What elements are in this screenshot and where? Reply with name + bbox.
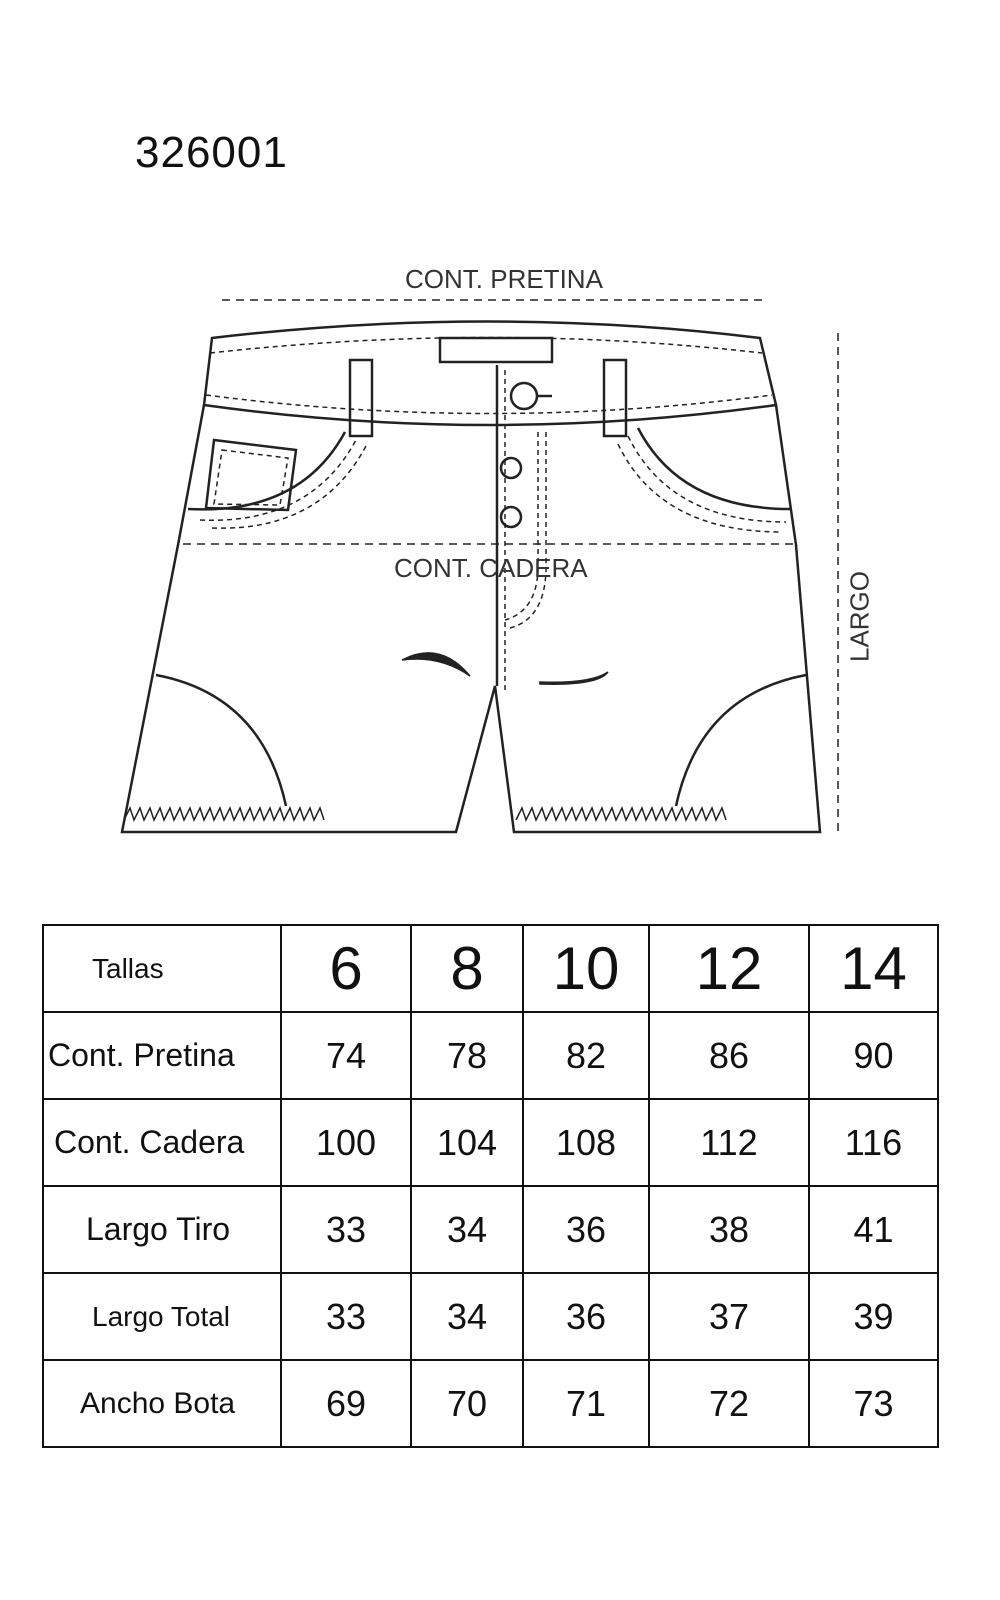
table-cell: 33 bbox=[280, 1272, 412, 1361]
table-row: Largo Total 33 34 36 37 39 bbox=[42, 1272, 939, 1361]
table-cell: 36 bbox=[522, 1185, 650, 1274]
table-cell: 34 bbox=[410, 1185, 524, 1274]
row-label: Largo Tiro bbox=[42, 1185, 282, 1274]
size-header: 10 bbox=[522, 924, 650, 1013]
size-chart-table: Tallas 6 8 10 12 14 Cont. Pretina 74 78 … bbox=[42, 924, 939, 1448]
size-header: 14 bbox=[808, 924, 939, 1013]
table-cell: 104 bbox=[410, 1098, 524, 1187]
table-cell: 90 bbox=[808, 1011, 939, 1100]
table-row: Largo Tiro 33 34 36 38 41 bbox=[42, 1185, 939, 1274]
table-header-row: Tallas 6 8 10 12 14 bbox=[42, 924, 939, 1013]
hip-measure-label: CONT. CADERA bbox=[394, 553, 588, 583]
whisker-right bbox=[539, 671, 609, 685]
shorts-technical-drawing bbox=[120, 299, 839, 834]
table-cell: 71 bbox=[522, 1359, 650, 1448]
waist-button bbox=[509, 381, 539, 411]
table-cell: 73 bbox=[808, 1359, 939, 1448]
table-row: Cont. Pretina 74 78 82 86 90 bbox=[42, 1011, 939, 1100]
table-cell: 69 bbox=[280, 1359, 412, 1448]
header-label: Tallas bbox=[42, 924, 282, 1013]
table-cell: 82 bbox=[522, 1011, 650, 1100]
table-cell: 39 bbox=[808, 1272, 939, 1361]
leg-curve-right bbox=[674, 673, 807, 807]
table-cell: 116 bbox=[808, 1098, 939, 1187]
table-cell: 100 bbox=[280, 1098, 412, 1187]
belt-loop-right bbox=[602, 358, 628, 438]
whisker-left bbox=[401, 652, 471, 677]
table-cell: 34 bbox=[410, 1272, 524, 1361]
size-header: 12 bbox=[648, 924, 810, 1013]
shorts-outline bbox=[120, 404, 822, 834]
frayed-hem-left bbox=[123, 806, 325, 822]
coin-pocket bbox=[204, 438, 298, 512]
frayed-hem-right bbox=[515, 806, 727, 822]
fly-button-2 bbox=[499, 505, 523, 529]
table-cell: 78 bbox=[410, 1011, 524, 1100]
row-label: Cont. Pretina bbox=[42, 1011, 282, 1100]
table-cell: 36 bbox=[522, 1272, 650, 1361]
size-header: 6 bbox=[280, 924, 412, 1013]
table-row: Cont. Cadera 100 104 108 112 116 bbox=[42, 1098, 939, 1187]
brand-label-patch bbox=[438, 336, 554, 364]
size-header: 8 bbox=[410, 924, 524, 1013]
row-label: Cont. Cadera bbox=[42, 1098, 282, 1187]
belt-loop-left bbox=[348, 358, 374, 438]
pocket-right bbox=[636, 427, 791, 511]
table-cell: 37 bbox=[648, 1272, 810, 1361]
length-measure-label: LARGO bbox=[844, 570, 875, 663]
table-cell: 86 bbox=[648, 1011, 810, 1100]
style-code: 326001 bbox=[135, 128, 288, 177]
table-cell: 70 bbox=[410, 1359, 524, 1448]
row-label: Ancho Bota bbox=[42, 1359, 282, 1448]
leg-curve-left bbox=[155, 673, 288, 807]
row-label: Largo Total bbox=[42, 1272, 282, 1361]
table-cell: 33 bbox=[280, 1185, 412, 1274]
fly-button-1 bbox=[499, 456, 523, 480]
table-cell: 112 bbox=[648, 1098, 810, 1187]
table-cell: 72 bbox=[648, 1359, 810, 1448]
table-cell: 74 bbox=[280, 1011, 412, 1100]
table-cell: 41 bbox=[808, 1185, 939, 1274]
table-row: Ancho Bota 69 70 71 72 73 bbox=[42, 1359, 939, 1448]
waist-measure-label: CONT. PRETINA bbox=[405, 264, 603, 294]
table-cell: 108 bbox=[522, 1098, 650, 1187]
table-cell: 38 bbox=[648, 1185, 810, 1274]
